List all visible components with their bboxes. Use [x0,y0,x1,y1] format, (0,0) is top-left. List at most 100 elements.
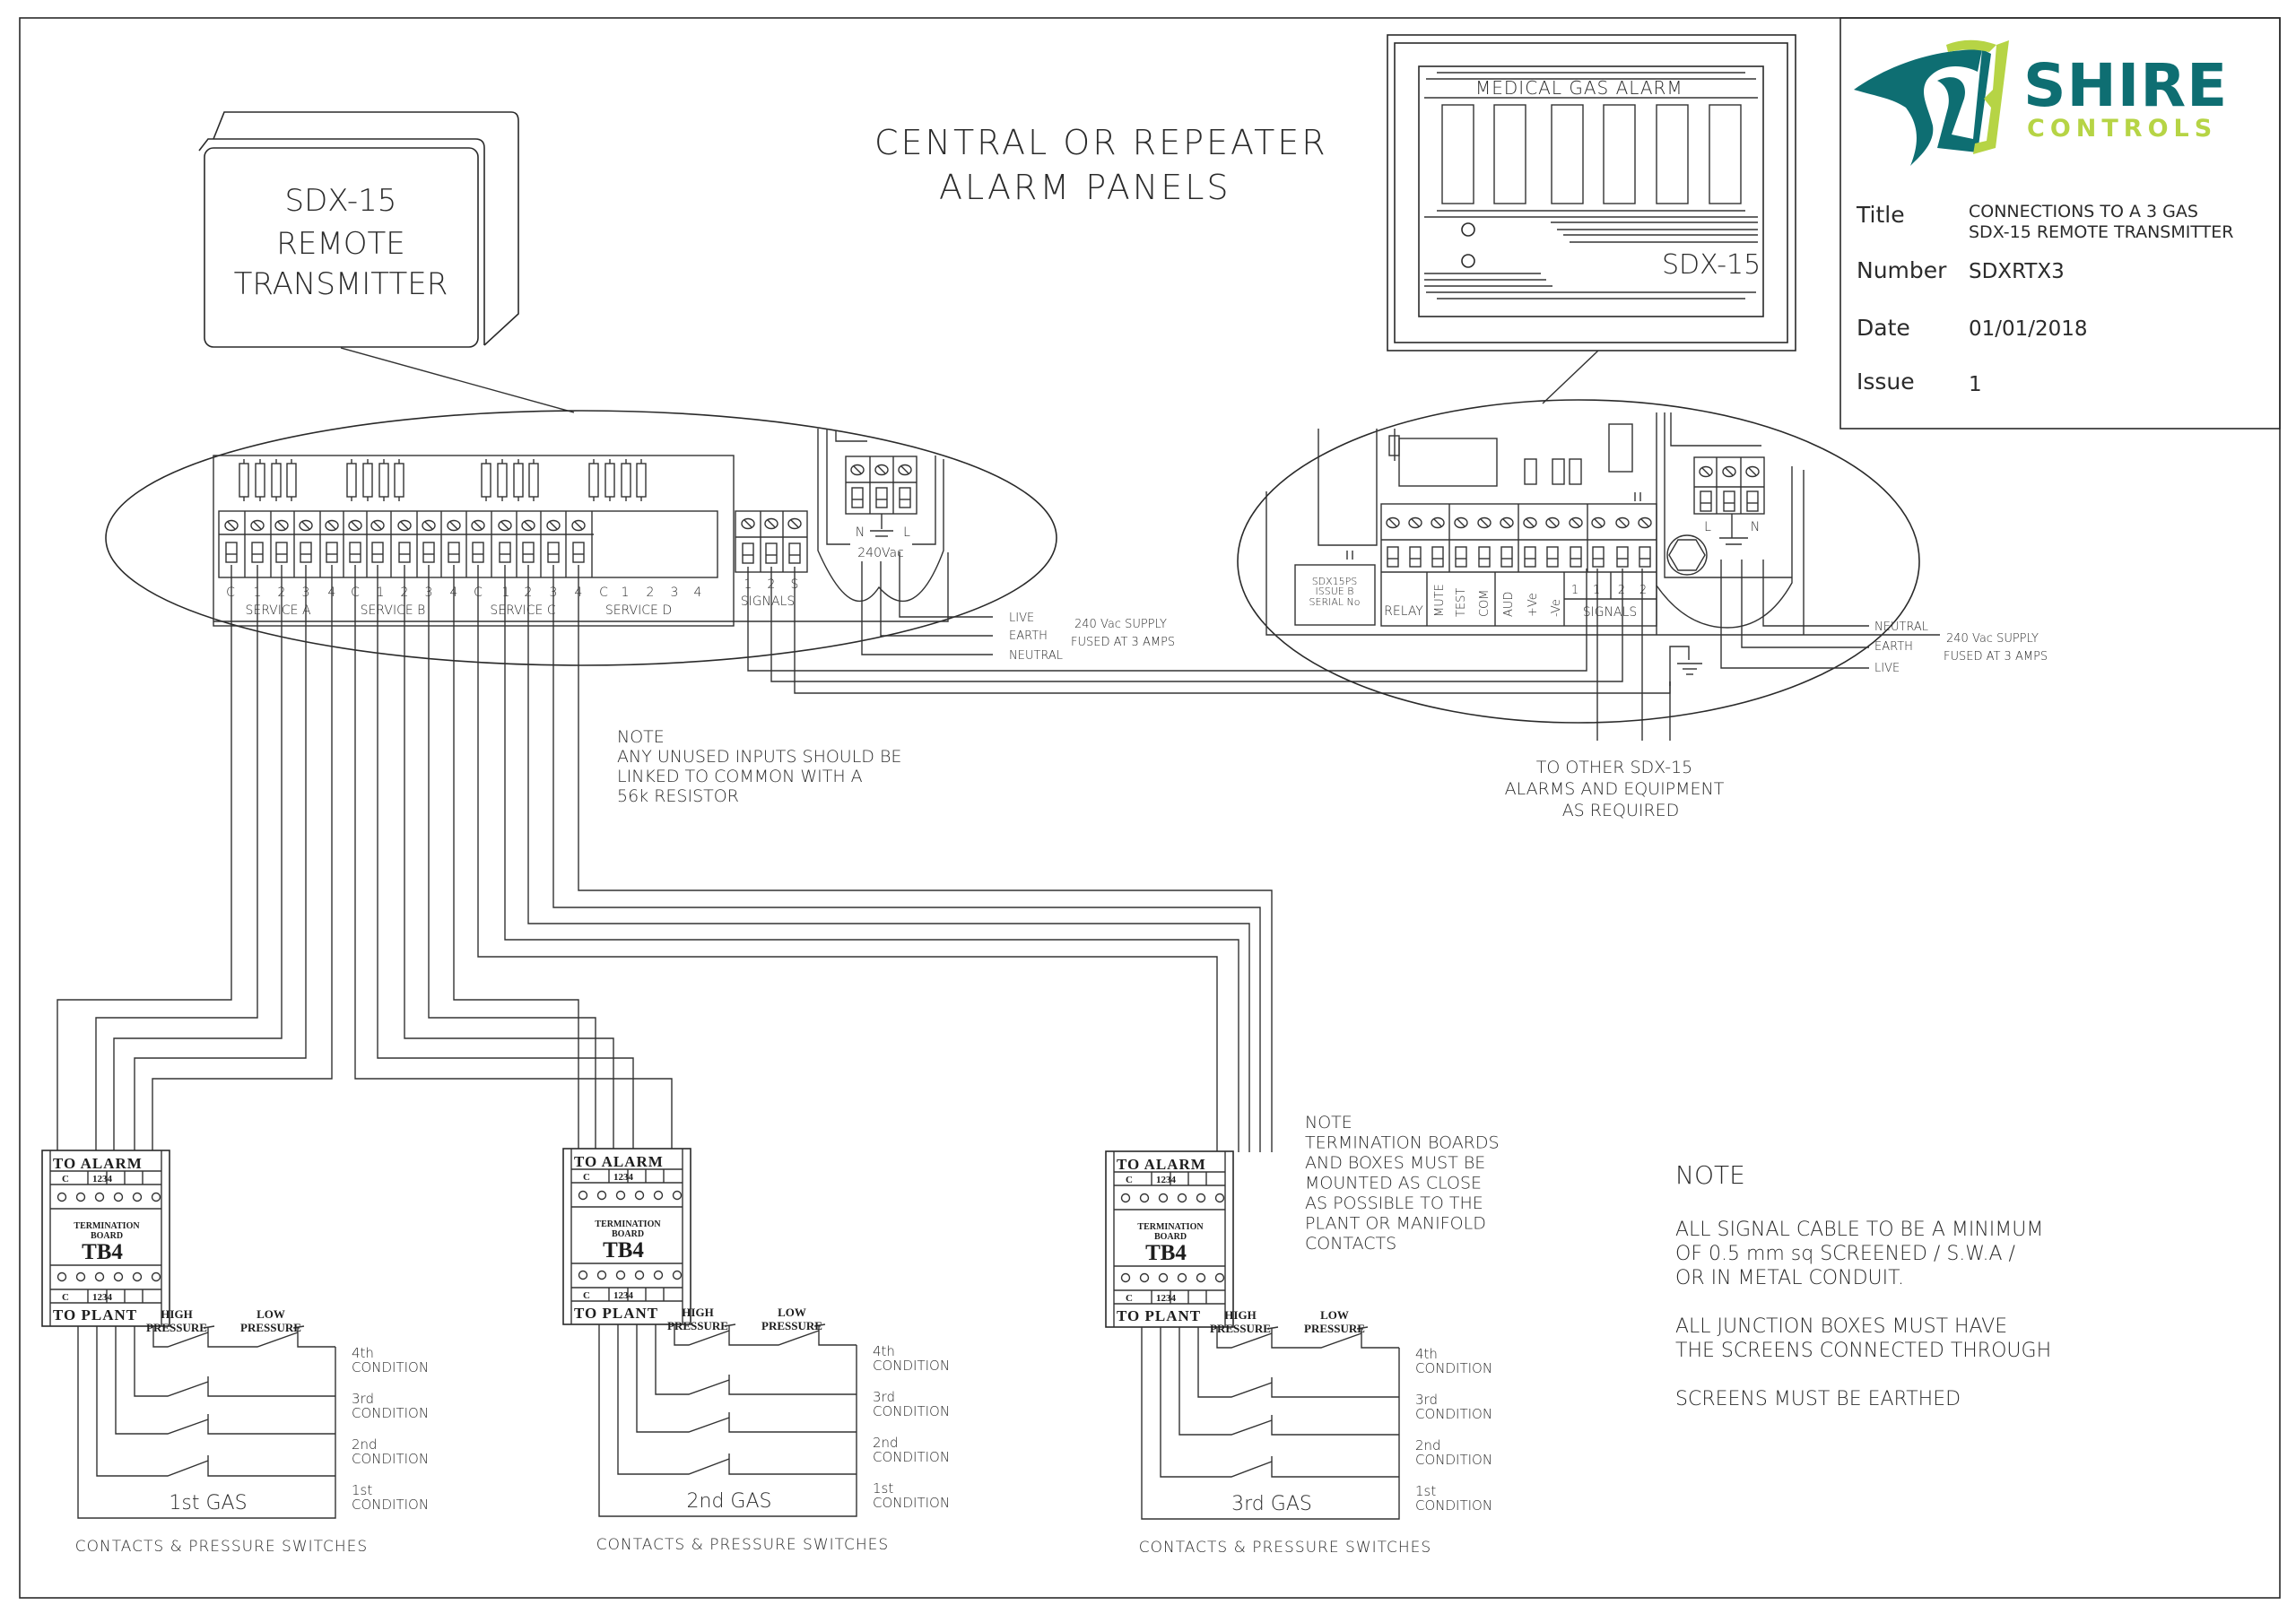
earth-symbol-icon [1677,663,1702,675]
terminal-screw-icon [1545,516,1560,529]
terminal-hole-icon [615,1190,626,1201]
minus-ve-label: -Ve [1550,599,1563,617]
terminal-clamp-icon [448,542,460,563]
panel-signal-2a: 2 [1618,584,1625,597]
resistor-icon [636,459,647,501]
terminal-screw-icon [471,519,485,532]
note-line: NOTE [617,727,665,747]
screw-slot [373,521,382,530]
terminal-hole-icon [1196,1272,1206,1283]
terminal-clamp-icon [788,542,801,564]
remote-transmitter: SDX-15 REMOTE TRANSMITTER [198,111,575,413]
cable-wire [152,565,333,1152]
screw-slot [1502,518,1511,527]
earth-symbol-icon [1719,514,1748,545]
screw-slot [877,465,886,474]
cable-wire [578,565,1273,1152]
condition-word: CONDITION [352,1359,429,1375]
alarm-panel-model: SDX-15 [1662,249,1761,281]
issue-value: 1 [1969,373,1982,396]
service-d-label: SERVICE D [605,603,672,618]
terminal-clamp-icon [1455,546,1467,568]
inputs-label: 1234 [613,1172,634,1183]
clamp-body [788,542,801,564]
terminal-hole-icon [1120,1193,1131,1203]
plus-ve-label: +Ve [1526,593,1540,617]
plant-wire [636,1324,730,1433]
terminal-hole-icon [94,1192,105,1202]
screw-slot [744,519,752,528]
clamp-body [1455,546,1467,568]
condition-ordinal: 2nd [352,1436,378,1453]
terminal-hole-icon [578,1270,588,1280]
plant-wire [674,1324,730,1346]
terminal-clamp-icon [1592,546,1605,568]
tx-power-label: 240Vac [857,546,904,560]
clamp-body [225,542,238,563]
terminal-hole-icon [615,1270,626,1280]
to-alarm-label: TO ALARM [574,1153,664,1170]
cable-gland-icon [1666,534,1708,576]
terminal-screw-icon [1454,516,1468,529]
screw-slot [1748,467,1757,476]
plant-wire [1271,1415,1399,1436]
condition-ordinal: 3rd [1415,1392,1438,1408]
screw-head [1545,516,1560,529]
terminal-clamp-icon [851,487,864,508]
terminal-clamp-icon [371,542,384,563]
cable-wire [552,565,1261,1152]
screw-slot [474,521,483,530]
clamp-body [326,542,338,563]
resistor-body [636,463,647,498]
terminal-hole-icon [653,1190,664,1201]
screw-head [1615,516,1630,529]
screw-head [521,519,535,532]
board-title-1: TERMINATION [74,1221,140,1231]
panel-signal-2b: 2 [1639,584,1647,597]
terminal-hole-icon [672,1270,683,1280]
screw-head [1454,516,1468,529]
resistor-body [239,463,249,498]
contacts-footer: CONTACTS & PRESSURE SWITCHES [1139,1539,1431,1557]
terminal-screw-icon [1523,516,1537,529]
screw-head [1500,516,1514,529]
terminal-screw-icon [874,464,889,476]
resistor-icon [362,459,373,501]
low-pressure-1: LOW [1320,1308,1349,1322]
resistor-icon [394,459,404,501]
note-line: SCREENS MUST BE EARTHED [1675,1388,1961,1410]
screw-head [422,519,436,532]
panel-power-l: L [1704,520,1711,534]
common-label: C [583,1172,590,1183]
note-line: THE SCREENS CONNECTED THROUGH [1675,1340,2051,1362]
screw-slot [1411,518,1420,527]
switch-tick [203,1325,215,1329]
signal-cables [747,567,1702,741]
resistor-icon [604,459,615,501]
screw-slot [424,521,433,530]
terminal-screw-icon [325,519,339,532]
clamp-body [851,487,864,508]
to-plant-label: TO PLANT [574,1305,658,1322]
clamp-body [899,487,911,508]
panel-board-detail: SDX15PS ISSUE B SERIAL No RELAY MUTE TES… [1237,399,2048,724]
inputs-label: 1234 [1156,1293,1177,1304]
terminal-hole-icon [634,1270,645,1280]
terminal-clamp-icon [1746,490,1759,512]
common-label: C [583,1290,590,1301]
plant-wire [207,1327,299,1348]
terminal-screw-icon [224,519,239,532]
terminal-hole-icon [151,1192,161,1202]
condition-word: CONDITION [352,1451,429,1467]
terminal-clamp-icon [1546,546,1559,568]
terminal-screw-icon [250,519,265,532]
terminal-clamp-icon [1639,546,1651,568]
note-line: AND BOXES MUST BE [1305,1153,1485,1173]
to-plant-label: TO PLANT [53,1306,137,1323]
screw-head [274,519,289,532]
gas-label: 2nd GAS [687,1490,772,1513]
